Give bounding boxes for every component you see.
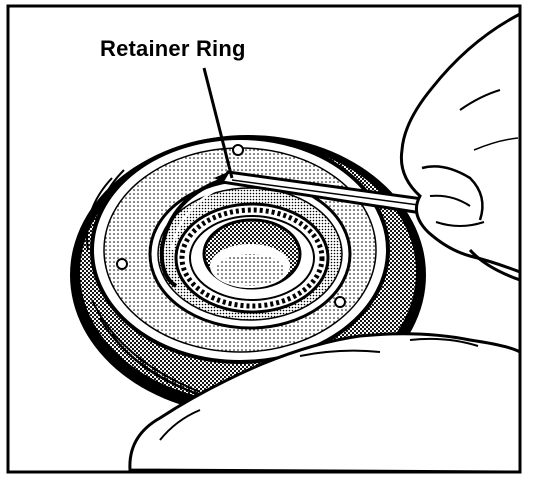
- bolt-hole: [334, 296, 346, 308]
- support-hand: [128, 332, 520, 472]
- retainer-ring-label: Retainer Ring: [100, 36, 246, 61]
- callout-leader-line: [202, 67, 234, 179]
- bolt-hole: [232, 144, 244, 156]
- hand-icon: [399, 12, 520, 282]
- retainer-ring: [159, 176, 229, 288]
- bearing-bore: [202, 218, 302, 290]
- bolt-hole: [116, 258, 128, 270]
